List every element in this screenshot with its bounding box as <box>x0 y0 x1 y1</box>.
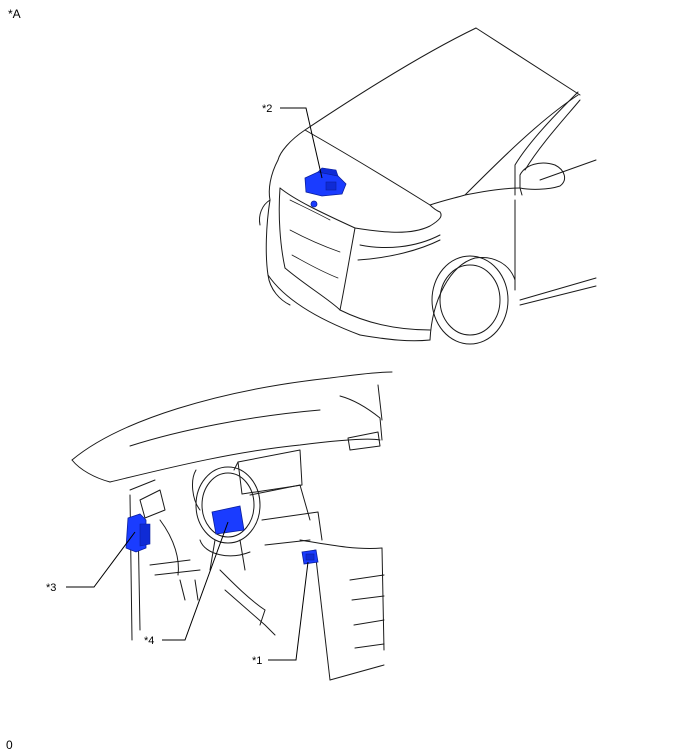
component-3 <box>125 513 151 553</box>
callout-3: *3 <box>46 582 56 594</box>
leader-line-1 <box>268 561 309 661</box>
view-label: *A <box>8 7 21 21</box>
leader-line-2 <box>280 107 323 179</box>
leader-lines <box>66 107 323 661</box>
callout-1: *1 <box>252 655 262 667</box>
callout-4: *4 <box>144 635 154 647</box>
component-1 <box>301 549 319 565</box>
vehicle-front-illustration <box>259 27 597 345</box>
callout-2: *2 <box>262 103 272 115</box>
leader-line-4 <box>162 521 229 641</box>
component-2 <box>304 167 347 208</box>
leader-line-3 <box>66 531 136 588</box>
component-4 <box>211 505 245 535</box>
footer-code: 0 <box>6 738 13 752</box>
